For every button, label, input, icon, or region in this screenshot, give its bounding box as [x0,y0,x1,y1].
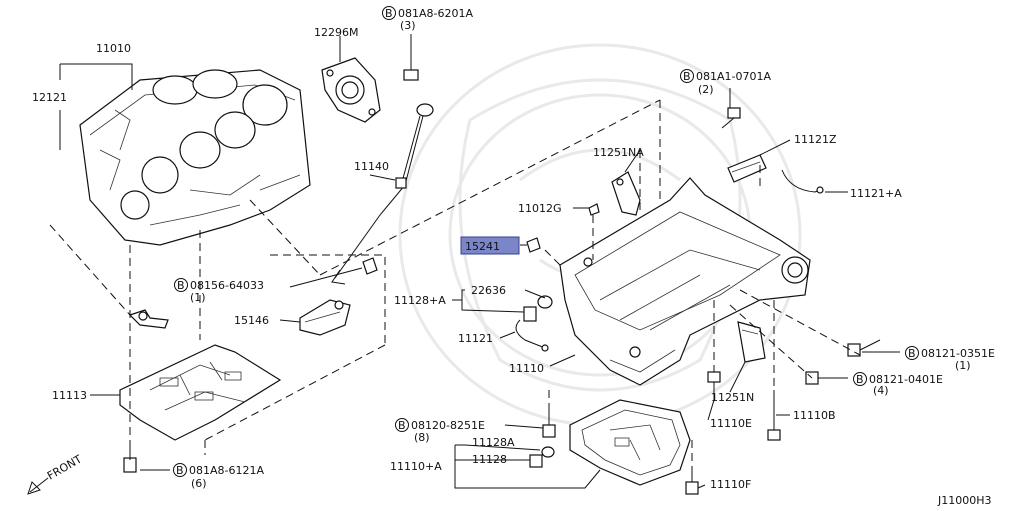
label-11140[interactable]: 11140 [354,160,389,173]
bolt-11110F[interactable] [685,470,699,495]
cylinder-block[interactable] [79,69,311,246]
bolt-081A8-6201A[interactable] [403,60,419,81]
svg-text:15241: 15241 [465,240,500,253]
label-11110E[interactable]: 11110E [710,417,752,430]
bolt-callout-08156-64033[interactable]: B 08156-64033 (1) [174,278,264,305]
tube-11121A[interactable] [781,169,824,194]
svg-text:08156-64033: 08156-64033 [190,279,264,292]
oil-filter-bracket-15146[interactable] [299,299,351,336]
bracket-11121Z[interactable] [727,154,767,183]
label-11251N[interactable]: 11251N [711,391,754,404]
dipstick-guide-11140[interactable] [331,103,434,285]
bolt-081A1-0701A[interactable] [721,107,741,129]
svg-text:B: B [177,279,185,292]
svg-text:08121-0401E: 08121-0401E [869,373,943,386]
engine-under-cover-11113[interactable] [119,344,282,441]
plug-11012G[interactable] [588,203,600,216]
svg-text:(4): (4) [873,384,889,397]
label-11128[interactable]: 11128 [472,453,507,466]
svg-text:081A8-6121A: 081A8-6121A [189,464,264,477]
svg-text:(2): (2) [698,83,714,96]
label-11113[interactable]: 11113 [52,389,87,402]
bolt-callout-081A8-6201A[interactable]: B 081A8-6201A (3) [382,6,474,33]
label-11128A-washer[interactable]: 11128A [472,436,515,449]
tube-11121[interactable] [515,319,549,352]
label-15241-highlighted[interactable]: 15241 [460,236,520,255]
label-11121[interactable]: 11121 [458,332,493,345]
bolt-callout-081A8-6121A[interactable]: B 081A8-6121A (6) [173,463,265,491]
bolt-callout-08120-8251E[interactable]: B 08120-8251E (8) [395,418,485,445]
drain-plug-15241[interactable] [526,237,541,253]
svg-text:081A8-6201A: 081A8-6201A [398,7,473,20]
label-11128A[interactable]: 11128+A [394,294,446,307]
bolt-08121-0351E[interactable] [847,339,881,357]
svg-text:08120-8251E: 08120-8251E [411,419,485,432]
diagram-reference-code: J11000H3 [937,494,992,507]
svg-text:(8): (8) [414,431,430,444]
svg-text:(3): (3) [400,19,416,32]
label-11110F[interactable]: 11110F [710,478,751,491]
svg-text:B: B [856,373,864,386]
svg-text:08121-0351E: 08121-0351E [921,347,995,360]
svg-text:(1): (1) [955,359,971,372]
svg-text:(1): (1) [190,291,206,304]
bolt-callout-081A1-0701A[interactable]: B 081A1-0701A (2) [680,69,772,97]
svg-text:081A1-0701A: 081A1-0701A [696,70,771,83]
bolt-08156-64033[interactable] [362,257,378,275]
oil-pan-upper-11110[interactable] [559,177,811,386]
bracket-12121[interactable] [128,309,169,329]
label-11012G[interactable]: 11012G [518,202,562,215]
bolt-callout-08121-0351E[interactable]: B 08121-0351E (1) [905,346,995,373]
assembly-dashed-lines [49,99,861,470]
front-label: FRONT [45,452,84,482]
drain-plug-11128[interactable] [529,454,543,468]
sensor-22636[interactable] [523,295,553,322]
label-11121Z[interactable]: 11121Z [794,133,837,146]
gasket-11251NA[interactable] [611,171,641,216]
bolt-callout-08121-0401E[interactable]: B 08121-0401E (4) [853,372,943,398]
label-11251NA[interactable]: 11251NA [593,146,644,159]
label-11121A[interactable]: 11121+A [850,187,902,200]
svg-text:(6): (6) [191,477,207,490]
oil-pan-lower-11110A[interactable] [569,399,691,486]
stud-11110B[interactable] [767,390,781,441]
svg-text:B: B [908,347,916,360]
part-labels: 11010 12121 12296M B 081A8-6201A (3) 111… [32,6,995,491]
label-11110A[interactable]: 11110+A [390,460,442,473]
label-11110B[interactable]: 11110B [793,409,836,422]
rear-oil-seal-retainer[interactable] [321,57,381,123]
drain-washer-11128A[interactable] [541,446,555,458]
label-11010[interactable]: 11010 [96,42,131,55]
svg-text:B: B [683,70,691,83]
leader-lines [59,34,900,489]
label-15146[interactable]: 15146 [234,314,269,327]
svg-text:B: B [385,7,393,20]
label-12296M[interactable]: 12296M [314,26,358,39]
bolt-08120-8251E[interactable] [542,410,556,438]
svg-text:B: B [176,464,184,477]
gasket-11251N[interactable] [737,321,766,363]
svg-text:B: B [398,419,406,432]
label-12121[interactable]: 12121 [32,91,67,104]
label-22636[interactable]: 22636 [471,284,506,297]
front-direction-indicator: FRONT [27,452,84,495]
label-11110[interactable]: 11110 [509,362,544,375]
